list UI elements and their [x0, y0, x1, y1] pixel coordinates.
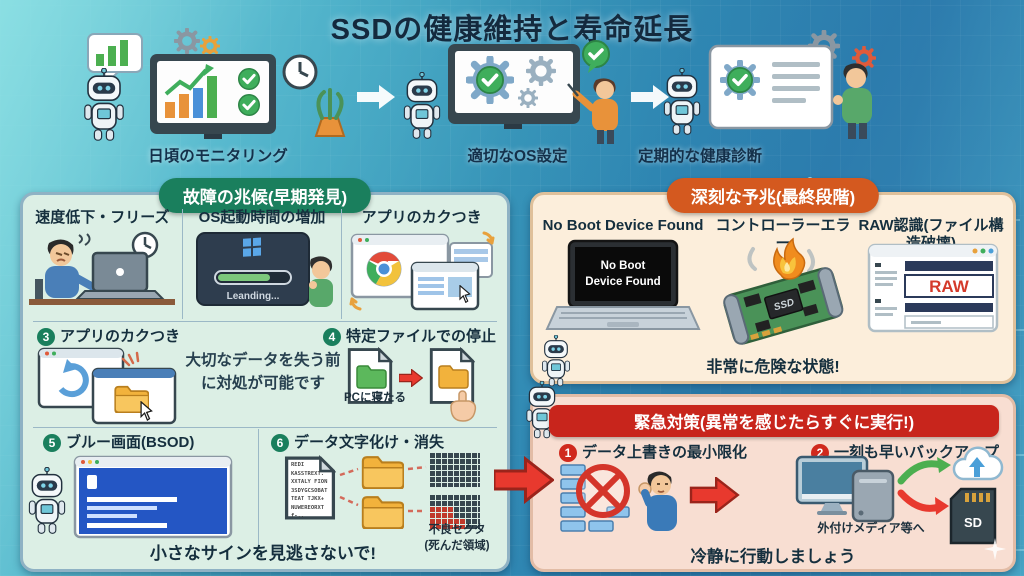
no-boot-line1: No Boot — [601, 260, 646, 272]
step-label-os-settings: 適切なOS設定 — [467, 148, 568, 165]
burning-ssd-illustration: SSD — [723, 237, 844, 345]
item6-label: データ文字化け・消失 — [294, 434, 445, 451]
raw-label: RAW — [929, 277, 970, 296]
panel-link-red-arrow-icon — [494, 457, 554, 503]
computer-and-drive-illustration — [795, 455, 895, 523]
red-arrow-icon — [399, 369, 423, 387]
severe-col2-label: コントローラーエラー — [715, 217, 851, 252]
robot-icon — [83, 68, 125, 142]
divider — [33, 321, 497, 322]
step1-number-badge: 1 — [559, 444, 577, 463]
green-folder-icon — [356, 365, 387, 389]
external-drive-icon — [851, 469, 895, 523]
file-caption: PCに寝たる — [344, 392, 406, 404]
robot-icon — [663, 68, 701, 136]
sparkle-icon — [984, 538, 1006, 560]
item4-header: 4 特定ファイルでの停止 — [323, 325, 497, 347]
divider — [33, 427, 497, 428]
bsod-illustration — [73, 455, 233, 539]
robot-icon — [403, 72, 441, 140]
check-icon — [727, 67, 753, 93]
item6-number-badge: 6 — [271, 434, 289, 453]
step2-label: 一刻も早いバックアップ — [834, 444, 1000, 461]
item5-header: 5 ブルー画面(BSOD) — [43, 431, 195, 453]
cloud-upload-icon — [952, 446, 1004, 481]
gear-icon — [200, 36, 220, 56]
check-icon — [238, 94, 260, 116]
severe-footer: 非常に危険な状態! — [706, 359, 840, 376]
early-col1-label: 速度低下・フリーズ — [35, 209, 170, 226]
item5-label: ブルー画面(BSOD) — [66, 434, 195, 451]
app-stutter2-illustration — [37, 347, 177, 425]
check-icon — [238, 68, 260, 90]
red-curved-arrow-icon — [897, 489, 949, 515]
boot-screen-illustration: Leanding... — [195, 232, 333, 307]
emergency-header: 緊急対策(異常を感じたらすぐに実行!) — [549, 405, 999, 437]
folder-icon — [361, 496, 404, 529]
health-check-illustration — [663, 30, 905, 139]
media-caption: 外付けメディア等へ — [817, 521, 925, 535]
chrome-logo-icon — [366, 251, 402, 287]
severe-panel-header: 深刻な予兆(最終段階) — [666, 178, 880, 213]
arrow-right-icon — [357, 85, 395, 109]
prohibited-icon — [576, 464, 630, 518]
early-row2: 3 アプリのカクつき 大切なデータを失う前 に対処が可能です 4 特定ファイルでの停… — [23, 323, 501, 425]
sd-card-icon: SD — [949, 487, 997, 545]
check-icon — [476, 66, 504, 94]
hand-cursor-icon — [450, 390, 477, 422]
item5-number-badge: 5 — [43, 434, 61, 453]
severe-col1-label: No Boot Device Found — [542, 217, 704, 234]
bad-sector-caption: 不良セクタ (死んだ領域) — [424, 524, 490, 552]
app-stutter-illustration — [349, 231, 495, 311]
windows-logo-icon — [242, 237, 261, 257]
emergency-content: 外付けメディア等へ SD — [533, 446, 1007, 563]
early-note: 大切なデータを失う前 に対処が可能です — [185, 352, 341, 393]
red-arrow-icon — [689, 477, 740, 513]
boot-screen-text: Leanding... — [226, 291, 279, 302]
yellow-folder-icon — [438, 365, 469, 389]
step-label-monitoring: 日頃のモニタリング — [148, 148, 288, 165]
sd-label: SD — [964, 515, 982, 530]
corrupt-data-illustration — [284, 453, 480, 529]
early-row1: 速度低下・フリーズ — [23, 209, 501, 319]
item3-number-badge: 3 — [37, 328, 55, 347]
garbled-doc-text: REDI KASSTREXT. XXTALY FION 3SDYGCSOBAT … — [291, 462, 328, 520]
step1-label: データ上書きの最小限化 — [582, 444, 748, 461]
slow-freeze-illustration — [29, 231, 175, 305]
ssd-chip-label: SSD — [773, 297, 796, 313]
emergency-step1: 1 データ上書きの最小限化 — [559, 441, 748, 463]
divider — [258, 429, 259, 547]
early-col3-label: アプリのカクつき — [361, 209, 482, 226]
file-stop-illustration — [347, 348, 477, 422]
page-title: SSDの健康維持と寿命延長 — [330, 14, 694, 46]
item6-header: 6 データ文字化け・消失 — [271, 431, 445, 453]
step-label-health-check: 定期的な健康診断 — [637, 148, 762, 165]
early-col2-label: OS起動時間の増加 — [198, 209, 326, 226]
gear-icon — [175, 29, 198, 52]
robot-icon — [28, 467, 66, 535]
item3-label: アプリのカクつき — [60, 328, 181, 345]
emergency-footer: 冷静に行動しましょう — [690, 548, 856, 566]
early-signs-panel: 故障の兆候(早期発見) 速度低下・フリーズ — [20, 178, 510, 572]
no-write-illustration — [560, 464, 630, 532]
early-panel-header: 故障の兆候(早期発見) — [158, 178, 372, 213]
monitoring-illustration — [83, 28, 346, 142]
early-row3: 5 ブルー画面(BSOD) 6 データ文字化け・消失 — [23, 429, 501, 552]
green-arrow-icon — [897, 457, 951, 485]
severe-signs-panel: 深刻な予兆(最終段階) No Boot Device Found コントローラー… — [530, 178, 1016, 387]
sector-grid-icon — [430, 453, 480, 487]
no-boot-laptop-illustration: No Boot Device Found — [545, 239, 701, 330]
flame-icon — [773, 237, 806, 280]
raw-window-illustration: RAW — [867, 243, 999, 333]
item3-header: 3 アプリのカクつき — [37, 325, 181, 347]
no-boot-line2: Device Found — [585, 276, 660, 288]
os-settings-illustration — [403, 40, 618, 144]
robot-icon — [541, 335, 571, 387]
item4-number-badge: 4 — [323, 328, 341, 347]
folder-icon — [361, 456, 404, 489]
person-illustration — [638, 471, 677, 531]
item4-label: 特定ファイルでの停止 — [346, 328, 497, 345]
early-footer: 小さなサインを見逃さないで! — [149, 544, 377, 563]
